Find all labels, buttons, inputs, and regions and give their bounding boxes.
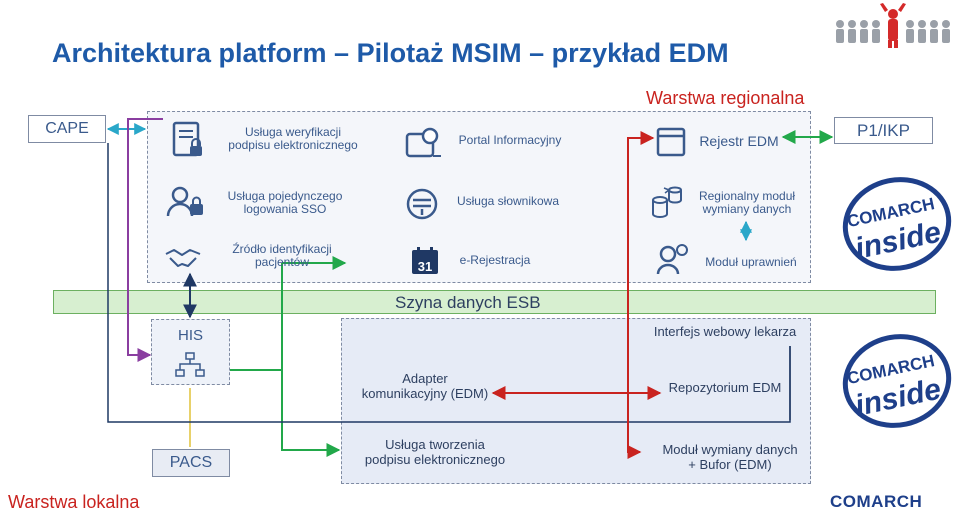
- e-registration-service: e-Rejestracja: [459, 253, 531, 267]
- handshake-icon: [164, 246, 202, 270]
- adapter-line1: Adapter: [402, 371, 448, 386]
- portal-icon: [404, 126, 444, 160]
- regional-module-line2: wymiany danych: [702, 202, 792, 216]
- certificate-icon: [170, 120, 206, 160]
- portal-service: Portal Informacyjny: [458, 133, 562, 147]
- his-sign-link: [230, 369, 341, 457]
- p1-ikp-box: P1/IKP: [834, 117, 933, 144]
- patient-id-line2: pacjentów: [254, 255, 310, 269]
- pacs-box: PACS: [152, 449, 230, 477]
- adapter-line2: komunikacyjny (EDM): [361, 386, 489, 401]
- comarch-footer-logo: COMARCH: [830, 492, 923, 511]
- signature-creation-line2: podpisu elektronicznego: [364, 452, 506, 467]
- dictionary-service: Usługa słownikowa: [456, 194, 560, 208]
- sso-line2: logowania SSO: [243, 202, 327, 216]
- rejestr-edm-service: Rejestr EDM: [699, 133, 779, 149]
- page-title: Architektura platform – Pilotaż MSIM – p…: [52, 38, 729, 68]
- web-interface: Interfejs webowy lekarza: [653, 324, 797, 339]
- verify-signature-service: Usługa weryfikacji podpisu elektroniczne…: [218, 126, 368, 152]
- cape-box: CAPE: [28, 115, 106, 143]
- register-icon: [655, 126, 687, 158]
- database-exchange-icon: [650, 182, 684, 222]
- repository-component: Repozytorium EDM: [668, 380, 782, 395]
- exchange-line1: Moduł wymiany danych: [662, 442, 798, 457]
- permissions-module: Moduł uprawnień: [705, 255, 797, 269]
- esb-label: Szyna danych ESB: [395, 293, 541, 312]
- p1-ikp-label: P1/IKP: [857, 120, 910, 140]
- adapter-component: Adapter komunikacyjny (EDM): [360, 371, 490, 401]
- sso-line1: Usługa pojedynczego: [227, 189, 343, 203]
- exchange-module: Moduł wymiany danych + Bufor (EDM): [655, 442, 805, 472]
- team-icon: [836, 3, 950, 48]
- patient-id-service: Źródło identyfikacji pacjentów: [222, 243, 342, 269]
- exchange-line2: + Bufor (EDM): [688, 457, 772, 472]
- regional-layer-label: Warstwa regionalna: [646, 88, 805, 108]
- dictionary-icon: [405, 187, 439, 221]
- signature-creation-service: Usługa tworzenia podpisu elektronicznego: [360, 437, 510, 467]
- doctor-permissions-icon: [655, 243, 689, 275]
- regional-module-line1: Regionalny moduł: [698, 189, 796, 203]
- local-layer-label: Warstwa lokalna: [8, 492, 140, 512]
- team-logo: [830, 2, 956, 52]
- sitemap-icon: [175, 352, 205, 378]
- sso-service: Usługa pojedynczego logowania SSO: [220, 190, 350, 216]
- verify-signature-line2: podpisu elektronicznego: [228, 138, 358, 152]
- patient-id-line1: Źródło identyfikacji: [232, 242, 332, 256]
- verify-signature-line1: Usługa weryfikacji: [244, 125, 342, 139]
- his-label: HIS: [178, 327, 204, 344]
- regional-module-service: Regionalny moduł wymiany danych: [692, 190, 802, 216]
- calendar-day: 31: [418, 259, 432, 274]
- comarch-inside-logo-top: COMARCH inside: [842, 176, 952, 272]
- comarch-inside-logo-bottom: COMARCH inside: [842, 333, 952, 429]
- cape-label: CAPE: [45, 120, 89, 137]
- user-lock-icon: [166, 184, 206, 218]
- calendar-icon: 31: [411, 247, 439, 275]
- pacs-label: PACS: [169, 454, 213, 471]
- signature-creation-line1: Usługa tworzenia: [385, 437, 485, 452]
